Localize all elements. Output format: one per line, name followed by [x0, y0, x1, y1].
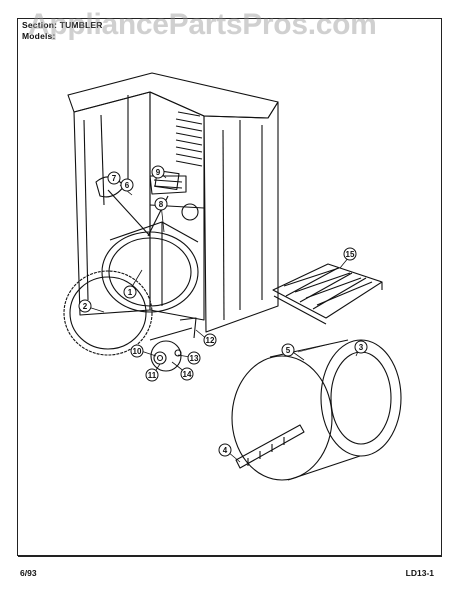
svg-text:4: 4: [223, 446, 228, 455]
callout-7: 7: [107, 171, 121, 185]
pulley-bracket-drawing: [149, 317, 197, 372]
svg-text:7: 7: [112, 174, 117, 183]
svg-text:1: 1: [128, 288, 133, 297]
diagram-code: LD13-1: [405, 568, 434, 578]
callout-6: 6: [120, 178, 134, 192]
callout-10: 10: [130, 344, 144, 358]
svg-text:8: 8: [159, 200, 164, 209]
callout-5: 5: [281, 343, 295, 357]
drum-seal-drawing: [63, 270, 153, 356]
baffle-drawing: [235, 424, 305, 469]
svg-text:15: 15: [346, 250, 355, 259]
svg-text:9: 9: [156, 168, 161, 177]
callout-12: 12: [203, 333, 217, 347]
callout-11: 11: [145, 368, 159, 382]
model-label: Models:: [22, 31, 56, 41]
footer-divider: [18, 556, 442, 557]
drying-rack-drawing: [272, 263, 383, 325]
svg-text:6: 6: [125, 181, 130, 190]
svg-text:3: 3: [359, 343, 364, 352]
cabinet-drawing: [67, 72, 279, 333]
callout-15: 15: [343, 247, 357, 261]
svg-text:5: 5: [286, 346, 291, 355]
svg-text:12: 12: [206, 336, 215, 345]
callout-9: 9: [151, 165, 165, 179]
watermark: AppliancePartsPros.com: [28, 8, 377, 41]
callout-8: 8: [154, 197, 168, 211]
svg-text:2: 2: [83, 302, 88, 311]
section-title: Section: TUMBLER: [22, 20, 103, 30]
callout-3: 3: [354, 340, 368, 354]
callout-13: 13: [187, 351, 201, 365]
callout-14: 14: [180, 367, 194, 381]
diagram-frame: [17, 18, 442, 556]
callout-1: 1: [123, 285, 137, 299]
tumbler-drum-drawing: [231, 339, 402, 481]
svg-text:11: 11: [148, 371, 157, 380]
callout-2: 2: [78, 299, 92, 313]
revision-date: 6/93: [20, 568, 37, 578]
svg-text:10: 10: [133, 347, 142, 356]
callout-4: 4: [218, 443, 232, 457]
svg-text:13: 13: [190, 354, 199, 363]
svg-text:14: 14: [183, 370, 192, 379]
